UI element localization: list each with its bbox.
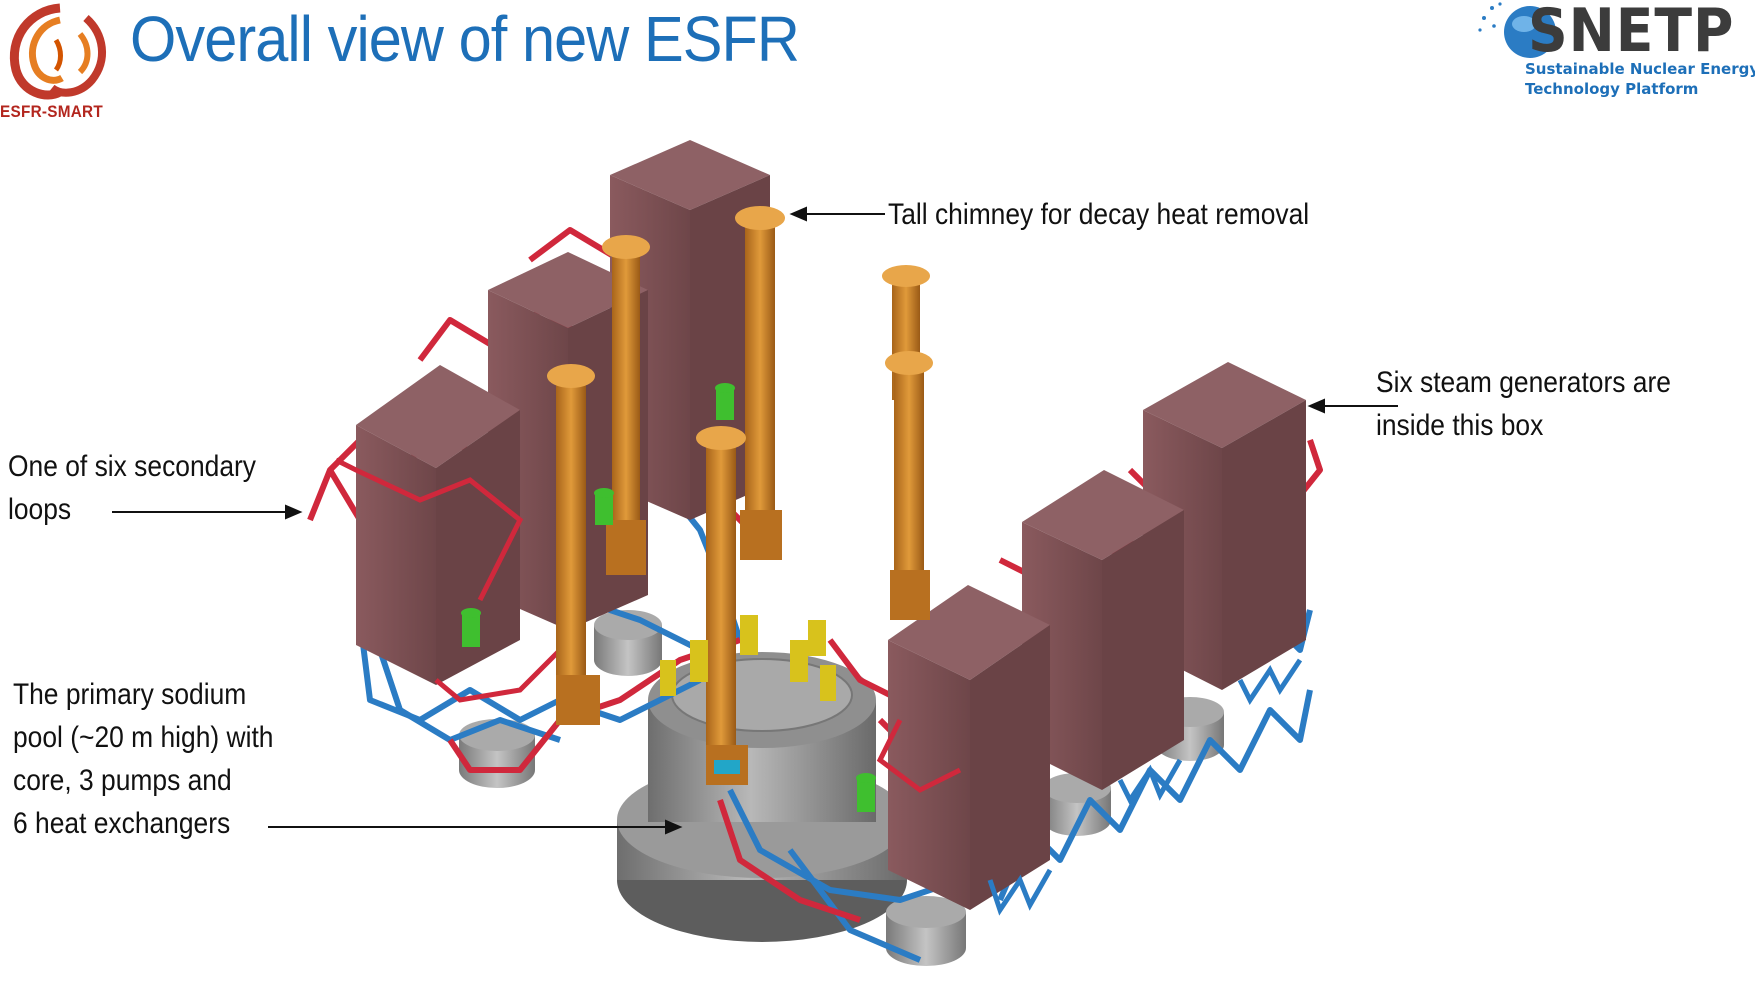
steam-generators-label-line1: Six steam generators are <box>1376 366 1671 399</box>
primary-pool-label-line4: 6 heat exchangers <box>13 807 231 840</box>
globe-logo-icon <box>1478 2 1556 58</box>
chimney-2 <box>735 206 785 560</box>
secondary-loops-label-line1: One of six secondary <box>8 450 256 483</box>
vessel-components <box>660 615 836 701</box>
decay-heat-chimneys <box>547 206 933 785</box>
primary-pool-label-line2: pool (~20 m high) with <box>13 721 274 754</box>
phoenix-logo-icon <box>9 3 107 100</box>
secondary-loops-label-line2: loops <box>8 493 72 526</box>
primary-sodium-pool-vessel <box>617 652 907 942</box>
steam-generator-box-3 <box>356 365 520 685</box>
chimney-5 <box>547 364 600 725</box>
page-title: Overall view of new ESFR <box>130 3 800 75</box>
chimney-label: Tall chimney for decay heat removal <box>888 198 1310 231</box>
steam-generators-label-line2: inside this box <box>1376 409 1544 442</box>
esfr-smart-logo-text: ESFR-SMART <box>0 102 104 121</box>
chimney-6 <box>696 426 748 785</box>
snetp-subtitle-line2: Technology Platform <box>1525 80 1699 98</box>
primary-pool-label-line3: core, 3 pumps and <box>13 764 232 797</box>
snetp-subtitle-line1: Sustainable Nuclear Energy <box>1525 60 1755 78</box>
snetp-logo-word: SNETP <box>1528 0 1735 66</box>
chimney-4 <box>885 351 933 620</box>
primary-pool-label-line1: The primary sodium <box>13 678 247 711</box>
chimney-1 <box>602 235 650 575</box>
steam-generator-box-6 <box>888 585 1050 910</box>
secondary-pumps <box>461 383 876 812</box>
annotation-arrows <box>112 206 1398 835</box>
